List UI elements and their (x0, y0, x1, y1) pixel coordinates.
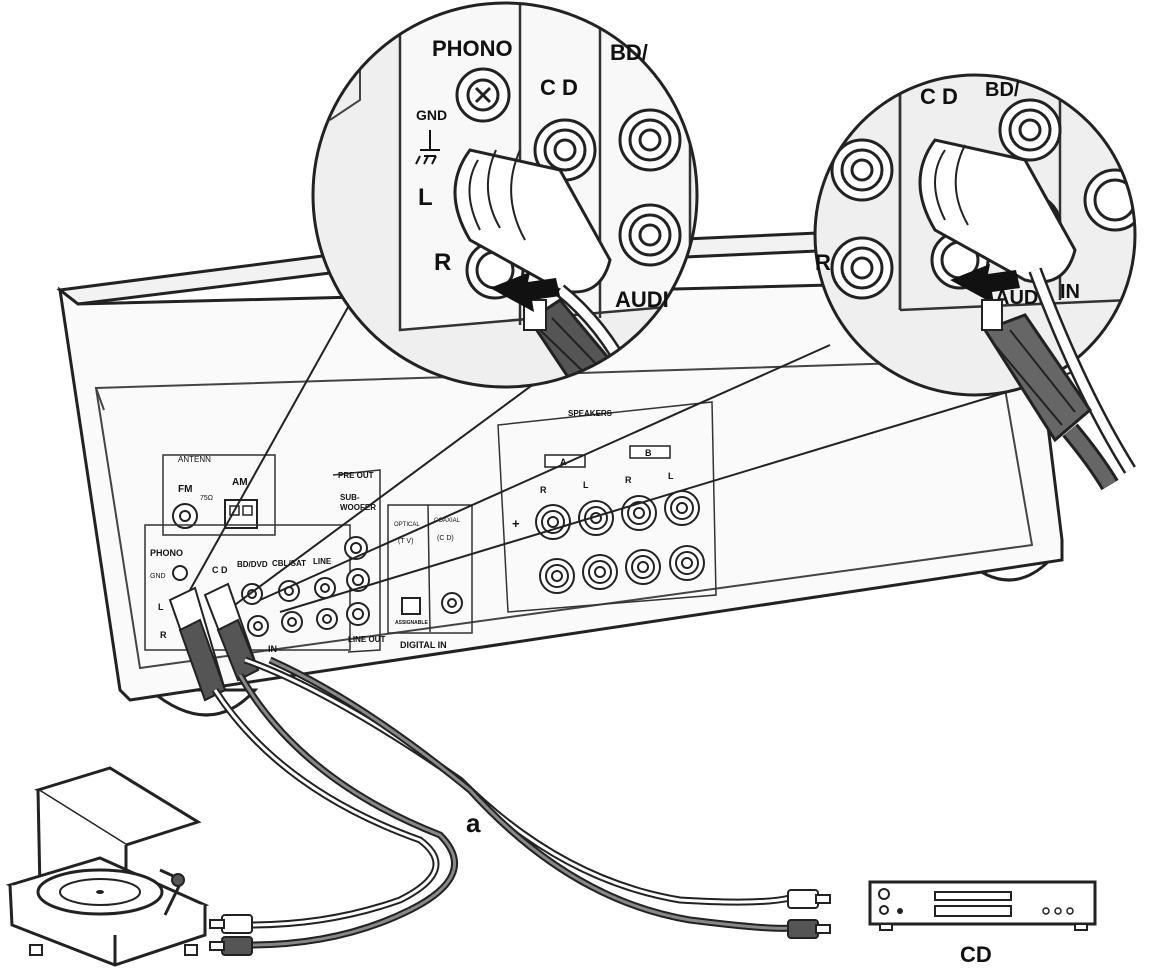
ohm-label: 75Ω (200, 495, 213, 502)
zoom-l-label: L (418, 184, 433, 211)
zoom-phono-label: PHONO (432, 36, 513, 61)
speaker-a-label: A (560, 457, 567, 467)
zoom-right-audio-label: AUDI (995, 287, 1044, 309)
panel-gnd-label: GND (150, 573, 166, 580)
zoom-left: PHONO GND L R C D BD/ AUDI (311, 1, 699, 389)
panel-cblsat-label: CBL/SAT (272, 559, 306, 568)
panel-in-label: IN (268, 644, 277, 654)
coaxial-cd-label: (C D) (437, 535, 454, 542)
antenna-section: ANTENN FM 75Ω AM (162, 454, 276, 536)
speaker-b-label: B (645, 448, 652, 458)
pre-out-label: PRE OUT (338, 471, 374, 480)
zoom-gnd-label: GND (416, 107, 447, 123)
phono-gnd-screw[interactable] (172, 565, 188, 581)
optical-label: OPTICAL (394, 522, 420, 528)
line-out-label: LINE OUT (348, 635, 385, 644)
zoom-right-bd-label: BD/ (985, 79, 1020, 101)
speaker-b-l-label: L (668, 471, 674, 481)
panel-line-label: LINE (313, 557, 332, 566)
cd-player-icon (868, 880, 1097, 931)
turntable-icon (5, 766, 210, 967)
panel-l-label: L (158, 602, 164, 612)
analog-inputs: PHONO GND C D BD/DVD CBL/SAT LINE L R IN (144, 524, 351, 654)
panel-plugs (168, 582, 260, 702)
turntable-rca-plugs (209, 914, 253, 956)
speaker-a-r-label: R (540, 485, 547, 495)
panel-phono-label: PHONO (150, 548, 183, 558)
cd-device-label: CD (960, 942, 992, 967)
cable-label-a: a (466, 808, 481, 838)
fm-label: FM (178, 484, 192, 495)
zoom-bd-label: BD/ (610, 40, 648, 65)
pre-out-section: PRE OUT SUB- WOOFER LINE OUT (332, 469, 385, 653)
zoom-r-label: R (434, 249, 451, 276)
plus-label: + (512, 516, 520, 531)
rca-plug-white-right (918, 138, 1077, 284)
panel-r-label: R (160, 630, 167, 640)
ground-symbol-icon (415, 130, 440, 165)
zoom-cd-label: C D (540, 75, 578, 100)
optical-tv-label: (T V) (398, 538, 413, 545)
panel-bddvd-label: BD/DVD (237, 560, 268, 569)
zoom-audio-label: AUDI (615, 287, 669, 312)
insert-arrow-left (490, 272, 560, 312)
zoom-right-in-label: IN (1060, 281, 1080, 303)
speaker-a-l-label: L (583, 480, 589, 490)
speakers-section: SPEAKERS A B R L R L + (497, 401, 717, 613)
assignable-label: ASSIGNABLE (395, 620, 428, 626)
digital-in-label: DIGITAL IN (400, 640, 447, 650)
digital-in-section: OPTICAL (T V) COAXIAL (C D) ASSIGNABLE D… (387, 504, 473, 650)
optical-jack[interactable] (401, 597, 421, 615)
right-zoom-cables (981, 267, 1136, 491)
panel-cd-label: C D (212, 565, 228, 575)
am-label: AM (232, 477, 248, 488)
insert-arrow-right (950, 264, 1020, 304)
antenna-label: ANTENN (178, 455, 211, 464)
speaker-b-r-label: R (625, 475, 632, 485)
cables (212, 656, 791, 949)
sub-label: SUB- (340, 493, 360, 502)
zoom-right-r-label: R (815, 250, 831, 275)
woofer-label: WOOFER (340, 503, 376, 512)
zoom-right-cd-label: C D (920, 84, 958, 109)
coaxial-label: COAXIAL (434, 518, 461, 524)
speakers-label: SPEAKERS (568, 409, 613, 418)
cd-rca-plugs (787, 889, 831, 939)
